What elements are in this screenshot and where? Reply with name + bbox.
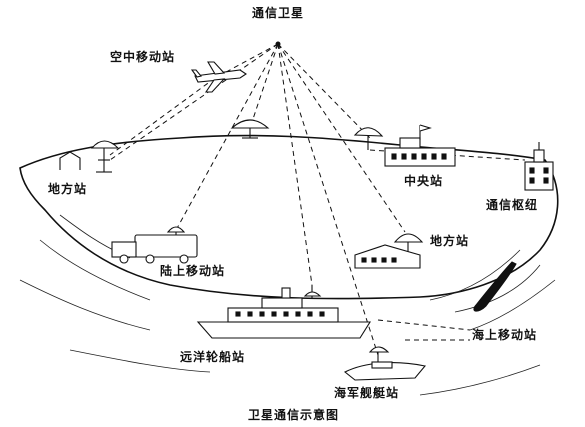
satellite-label: 通信卫星	[252, 6, 305, 20]
ocean-liner-icon	[196, 285, 371, 339]
ground-station-right-icon	[354, 233, 424, 269]
diagram-caption: 卫星通信示意图	[248, 408, 340, 422]
air-mobile-station-label: 空中移动站	[110, 50, 176, 64]
ground-station-left-label: 地方站	[48, 182, 88, 196]
ground-station-right-label: 地方站	[430, 234, 470, 248]
shoreline-strokes	[19, 214, 556, 396]
airplane-icon	[190, 61, 247, 93]
naval-ship-station-label: 海军舰艇站	[334, 386, 400, 400]
central-station-label: 中央站	[404, 174, 444, 188]
ground-station-left-icon	[59, 140, 120, 173]
landmass-outline	[19, 134, 559, 300]
hub-building-icon	[524, 142, 554, 191]
communication-hub-label: 通信枢纽	[486, 198, 539, 212]
satellite-links	[109, 43, 526, 356]
dish-center-icon	[230, 119, 270, 139]
sea-mobile-station-label: 海上移动站	[472, 328, 538, 342]
island	[473, 261, 517, 312]
ocean-ship-station-label: 远洋轮船站	[180, 350, 246, 364]
naval-vessel-icon	[343, 346, 427, 381]
land-mobile-truck-icon	[111, 226, 198, 264]
land-mobile-station-label: 陆上移动站	[160, 264, 226, 278]
central-station-icon	[353, 124, 456, 167]
